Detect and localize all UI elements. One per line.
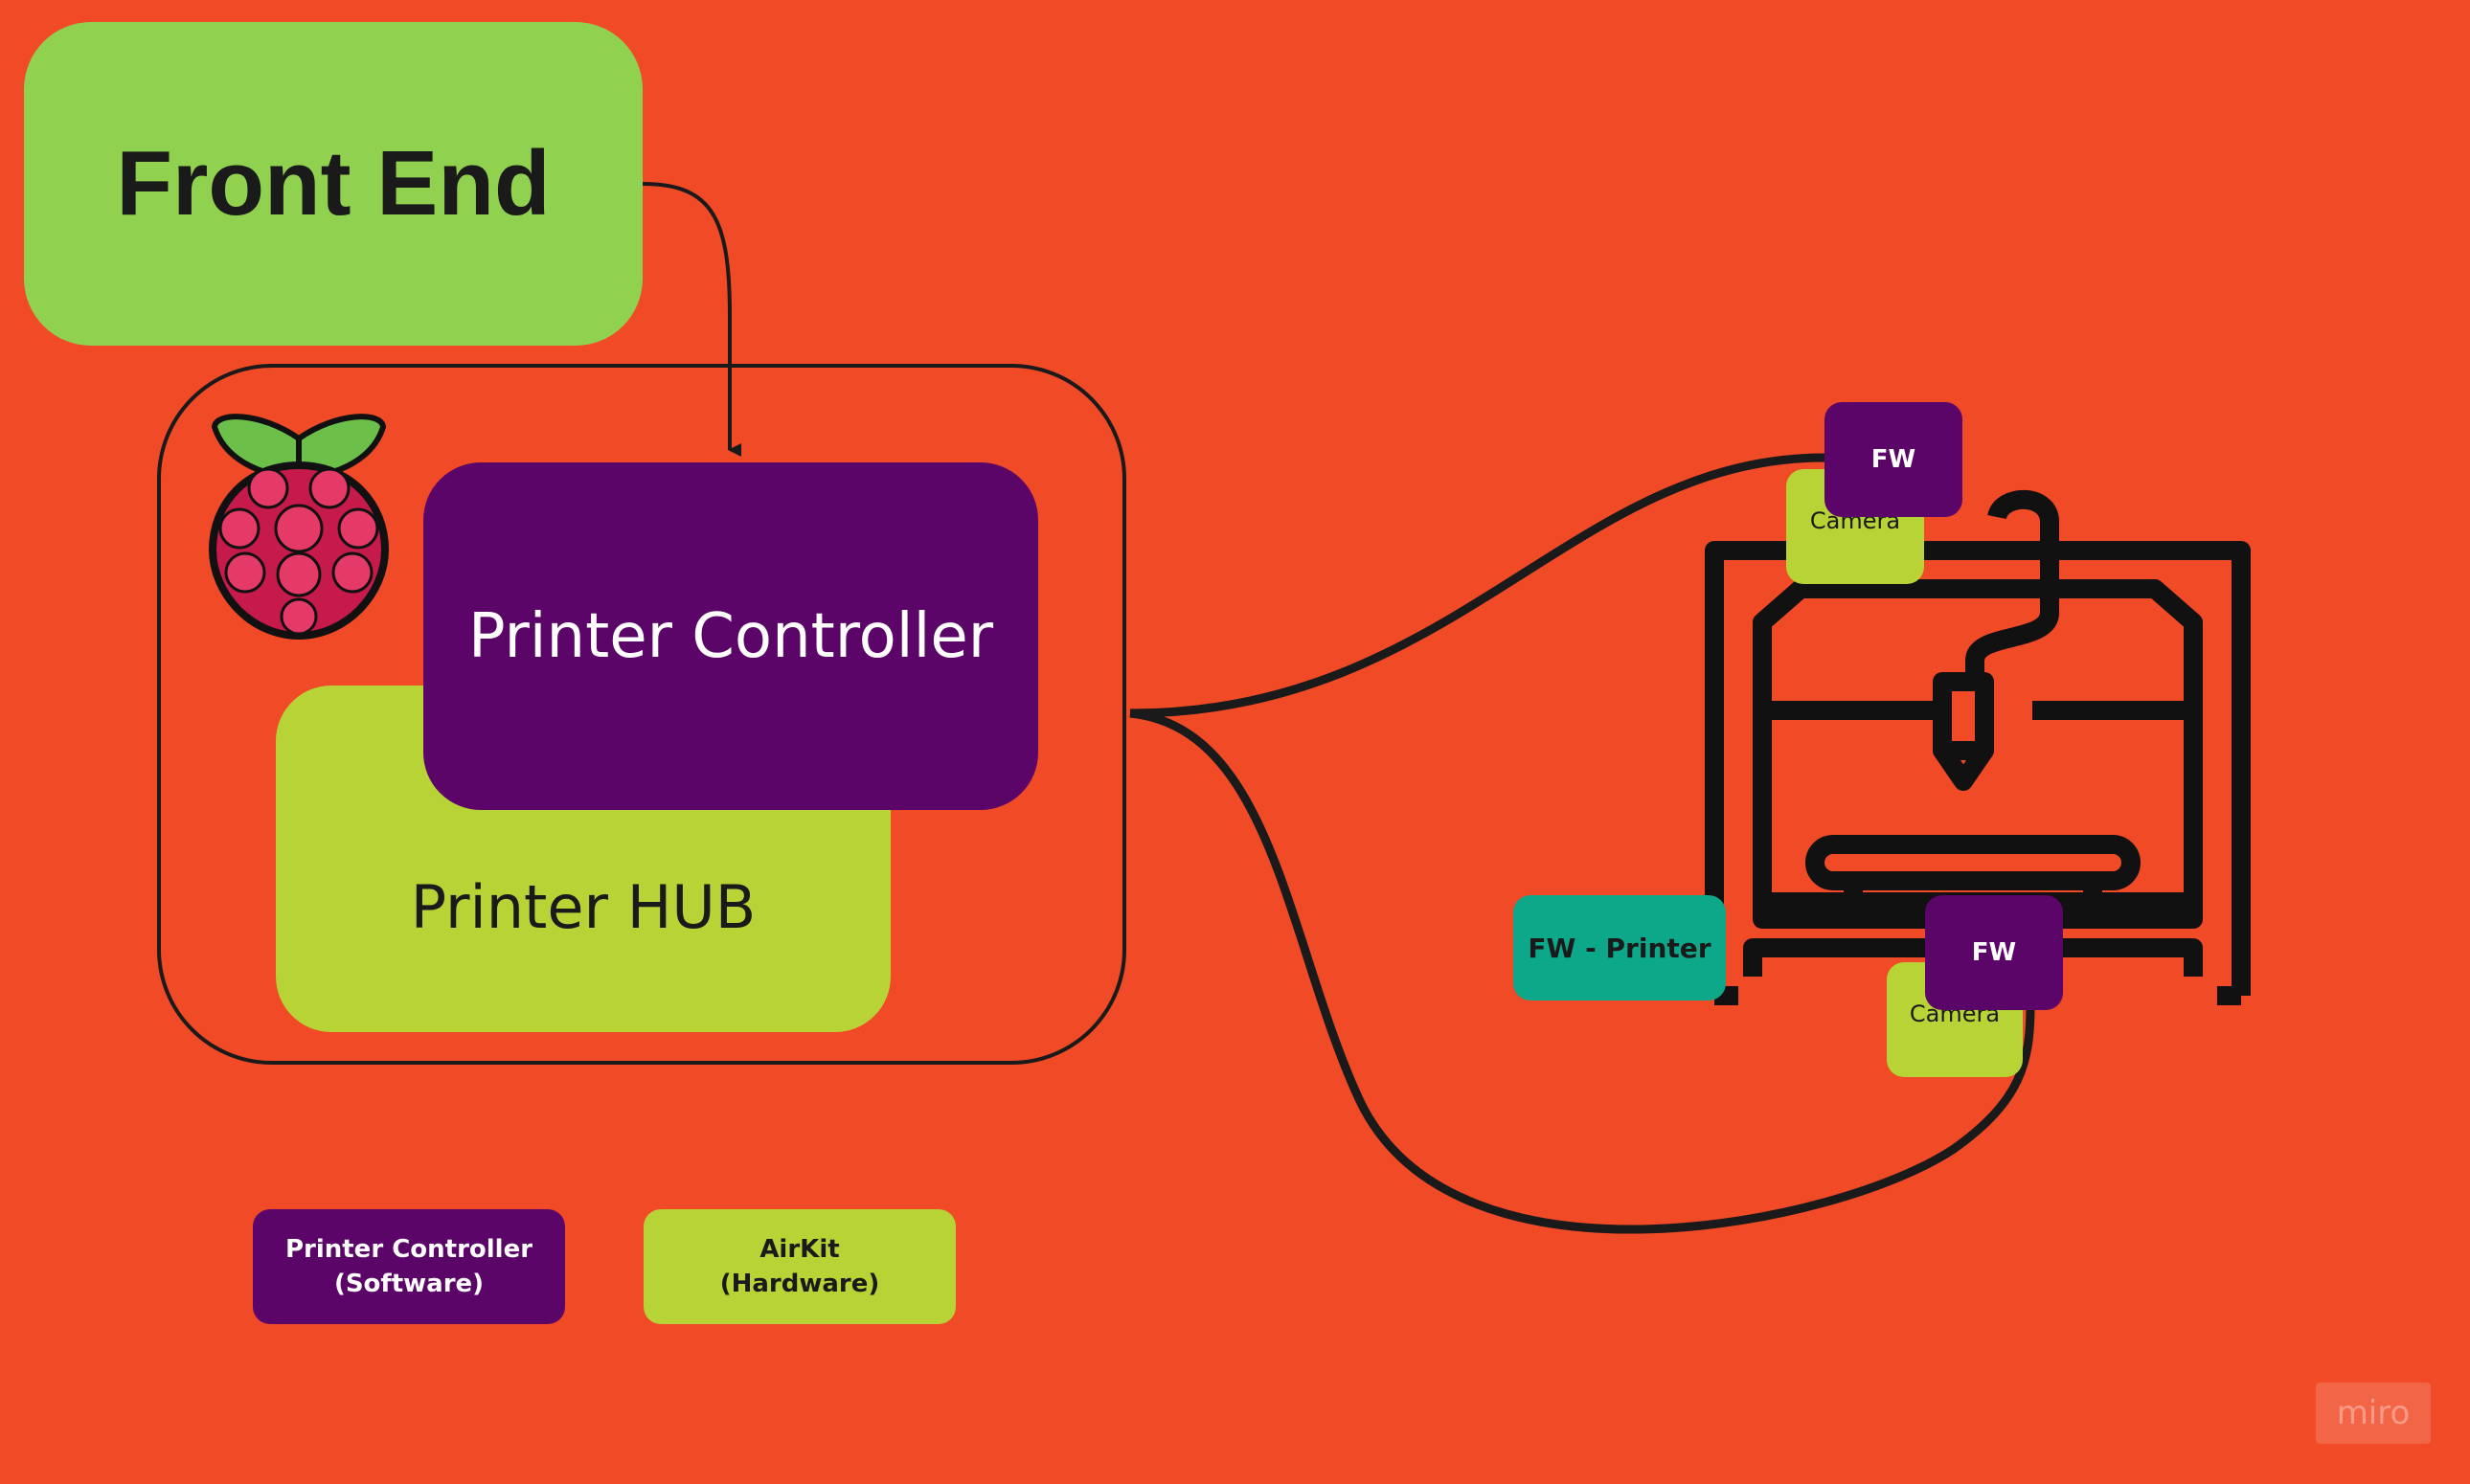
- legend-software-line1: Printer Controller: [284, 1235, 533, 1264]
- fw-bottom-label: FW: [1971, 938, 2017, 967]
- printer-controller-label: Printer Controller: [467, 600, 994, 672]
- fw-top-label: FW: [1870, 445, 1916, 474]
- fw-printer-label: FW - Printer: [1528, 932, 1711, 964]
- printer-hub-label: Printer HUB: [410, 871, 757, 942]
- raspberry-pi-icon: [208, 414, 390, 641]
- printer-controller-box[interactable]: Printer Controller: [423, 462, 1038, 810]
- legend-hardware: AirKit (Hardware): [644, 1209, 956, 1324]
- cable-to-bottom-fw: [1129, 708, 2035, 1234]
- front-end-to-controller-arrow: [642, 182, 741, 457]
- miro-watermark[interactable]: miro: [2316, 1383, 2431, 1444]
- fw-top-box[interactable]: FW: [1824, 402, 1962, 517]
- legend-software-line2: (Software): [333, 1270, 485, 1298]
- fw-printer-box[interactable]: FW - Printer: [1513, 895, 1726, 1001]
- front-end-box[interactable]: Front End: [24, 22, 643, 346]
- legend-software: Printer Controller (Software): [253, 1209, 565, 1324]
- cable-to-top-fw: [1129, 453, 1825, 718]
- front-end-label: Front End: [116, 132, 551, 235]
- legend-hardware-line2: (Hardware): [719, 1270, 880, 1298]
- legend-hardware-line1: AirKit: [759, 1235, 840, 1264]
- fw-bottom-box[interactable]: FW: [1925, 895, 2063, 1010]
- raspberry-pi-container: [157, 364, 1126, 1065]
- miro-watermark-label: miro: [2336, 1394, 2411, 1432]
